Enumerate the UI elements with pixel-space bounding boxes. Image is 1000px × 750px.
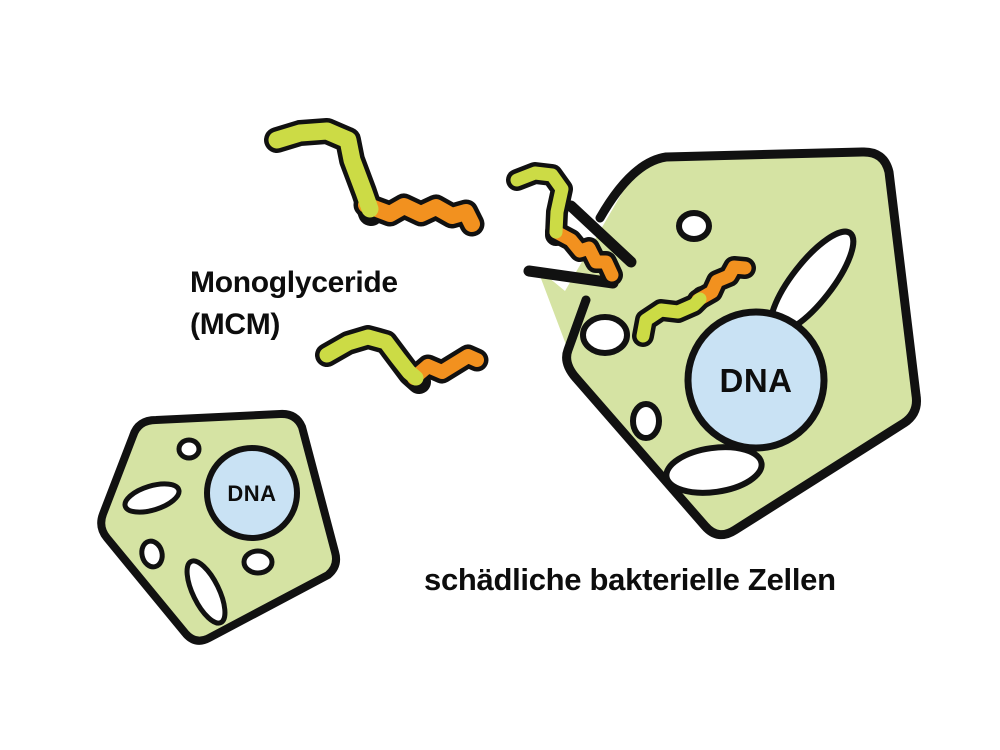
nucleus-large xyxy=(684,308,828,452)
membrane-break-segment-lower xyxy=(523,265,619,289)
cells-caption: schädliche bakterielle Zellen xyxy=(424,562,836,597)
molecule-head-fill xyxy=(636,292,707,343)
vacuole xyxy=(139,538,165,570)
vacuole xyxy=(122,481,182,515)
vacuole xyxy=(241,548,275,576)
bacterial-cell-breached: DNA xyxy=(537,147,921,540)
molecule-tail-fill xyxy=(691,260,752,307)
vacuole xyxy=(663,444,765,496)
molecule-head-fill xyxy=(319,329,424,386)
molecule-label-line2: (MCM) xyxy=(190,308,280,341)
vacuole xyxy=(676,210,712,242)
monoglyceride-molecule-internal xyxy=(632,256,756,347)
molecule-tail-fill xyxy=(407,349,484,385)
nucleus-label-large: DNA xyxy=(720,362,793,399)
molecule-head-fill xyxy=(510,166,569,239)
monoglyceride-molecule-free-lower xyxy=(315,325,489,394)
molecule-tail-fill xyxy=(549,225,619,282)
molecule-label-line1: Monoglyceride xyxy=(190,266,398,299)
vacuole xyxy=(580,314,630,356)
vacuole xyxy=(630,401,662,441)
cell-membrane-large xyxy=(562,147,921,540)
bacterial-cell-intact: DNA xyxy=(97,409,341,645)
monoglyceride-molecule-penetrating xyxy=(506,162,623,286)
monoglyceride-molecule-free-upper xyxy=(264,118,485,237)
molecule-tail-fill xyxy=(358,197,480,232)
molecule-head-fill xyxy=(268,122,379,218)
membrane-break-segment-upper xyxy=(565,200,637,268)
membrane-rupture xyxy=(523,200,637,289)
vacuole xyxy=(176,437,202,461)
nucleus-small xyxy=(204,445,300,541)
nucleus-label-small: DNA xyxy=(227,481,276,506)
vacuole xyxy=(184,558,228,626)
